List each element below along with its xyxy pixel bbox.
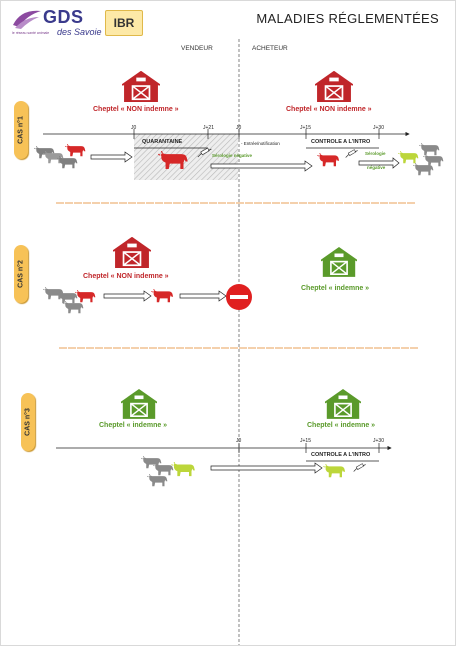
case3-buyer-herd: Cheptel « indemne » xyxy=(307,422,376,429)
buyer-serology-line1: Sérologie xyxy=(365,151,386,156)
tick-j21: J+21 xyxy=(203,125,214,131)
case3-group xyxy=(56,389,392,487)
tick-j15: J+15 xyxy=(300,125,311,131)
buyer-barn-icon xyxy=(315,71,353,103)
buyer-serology-line2: négative xyxy=(367,165,386,170)
case2-tab: CAS n°2 xyxy=(14,245,28,303)
page-title: MALADIES RÉGLEMENTÉES xyxy=(256,11,439,26)
case2-group xyxy=(43,237,357,314)
case3-buyer-barn-icon xyxy=(325,389,361,420)
case2-label: CAS n°2 xyxy=(17,260,25,288)
tick-j0-seller: J0 xyxy=(131,125,137,131)
case1-group xyxy=(34,71,444,180)
case3-tick-j30: J+30 xyxy=(373,438,384,444)
case2-buyer-barn-icon xyxy=(321,247,357,278)
transfer-arrow xyxy=(90,151,133,163)
case3-tick-j15: J+15 xyxy=(300,438,311,444)
gds-logo-icon xyxy=(13,10,41,29)
logo-subtitle: des Savoie xyxy=(57,27,102,37)
case1-label: CAS n°1 xyxy=(17,116,25,144)
case3-control-label: CONTROLE A L'INTRO xyxy=(311,452,371,458)
seller-serology-note: Sérologie négative xyxy=(212,153,253,158)
logo-text: GDS xyxy=(43,7,84,27)
case3-label: CAS n°3 xyxy=(24,408,32,436)
case1-seller-herd: Cheptel « NON indemne » xyxy=(93,106,179,113)
buyer-column-label: ACHETEUR xyxy=(252,45,288,52)
case1-control-label: CONTROLE A L'INTRO xyxy=(311,139,371,145)
case3-tab: CAS n°3 xyxy=(21,393,35,451)
case2-buyer-herd: Cheptel « indemne » xyxy=(301,285,370,292)
seller-barn-icon xyxy=(122,71,160,103)
case3-seller-herd: Cheptel « indemne » xyxy=(99,422,168,429)
tick-j0-buyer: J0 xyxy=(236,125,242,131)
case1-buyer-herd: Cheptel « NON indemne » xyxy=(286,106,372,113)
syringe-icon-3 xyxy=(353,463,367,472)
entry-note: - Entrée/notification xyxy=(241,141,280,146)
seller-column-label: VENDEUR xyxy=(181,45,213,52)
case3-seller-barn-icon xyxy=(121,389,157,420)
disease-tag: IBR xyxy=(105,10,143,36)
case2-seller-barn-icon xyxy=(113,237,151,269)
case2-seller-herd: Cheptel « NON indemne » xyxy=(83,273,169,280)
case3-tick-j0: J0 xyxy=(236,438,242,444)
case1-tab: CAS n°1 xyxy=(14,101,28,159)
logo-tagline: le réseau santé animale xyxy=(12,31,50,35)
quarantine-label: QUARANTAINE xyxy=(142,139,183,145)
syringe-icon-2 xyxy=(345,149,359,158)
tick-j30: J+30 xyxy=(373,125,384,131)
